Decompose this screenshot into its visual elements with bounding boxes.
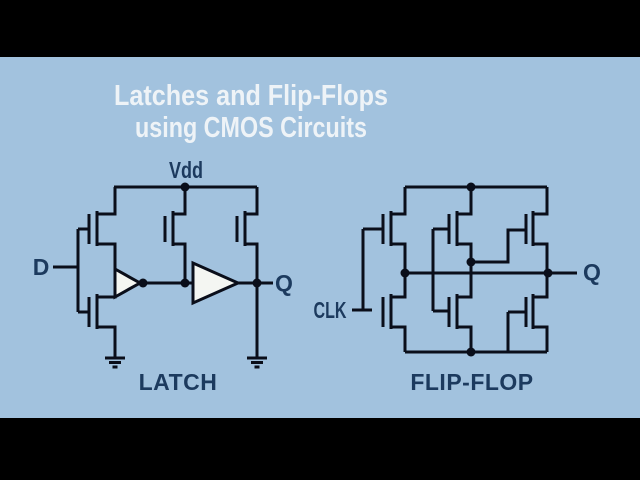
- flipflop-circuit: CLK Q FLIP-FLOP: [314, 182, 601, 395]
- feedback-node-dot: [466, 257, 476, 267]
- left-transistor-column: [389, 187, 407, 352]
- right-gate-network: [471, 214, 528, 352]
- mid-node-dot: [180, 278, 190, 288]
- clk-gate-network: [352, 214, 385, 327]
- middle-transistor-column: [455, 187, 473, 352]
- input-gate-network: [76, 214, 91, 327]
- load-transistor-right-branch: [235, 187, 259, 358]
- latch-circuit: Vdd D Q LATCH: [33, 157, 293, 395]
- inverter-triangle-icon: [113, 266, 144, 300]
- letterbox-top: [0, 0, 640, 57]
- slide-title: Latches and Flip-Flops using CMOS Circui…: [114, 80, 388, 144]
- title-line-2: using CMOS Circuits: [135, 112, 367, 144]
- ground-symbol-right: [247, 356, 267, 369]
- middle-gate-network: [431, 214, 451, 327]
- load-transistor-mid-branch: [163, 187, 187, 283]
- right-transistor-column: [531, 187, 549, 352]
- clk-label: CLK: [314, 297, 347, 323]
- flipflop-q-output-label: Q: [583, 259, 601, 285]
- title-line-1: Latches and Flip-Flops: [114, 80, 388, 112]
- latch-caption: LATCH: [139, 369, 218, 395]
- d-input-label: D: [33, 254, 50, 280]
- letterbox-bottom: [0, 418, 640, 480]
- output-node-dot: [252, 278, 262, 288]
- vdd-label: Vdd: [169, 157, 203, 183]
- latch-q-output-label: Q: [275, 270, 293, 296]
- buffer-triangle-icon: [191, 260, 242, 306]
- ground-symbol-left: [105, 356, 125, 369]
- flipflop-caption: FLIP-FLOP: [410, 369, 533, 395]
